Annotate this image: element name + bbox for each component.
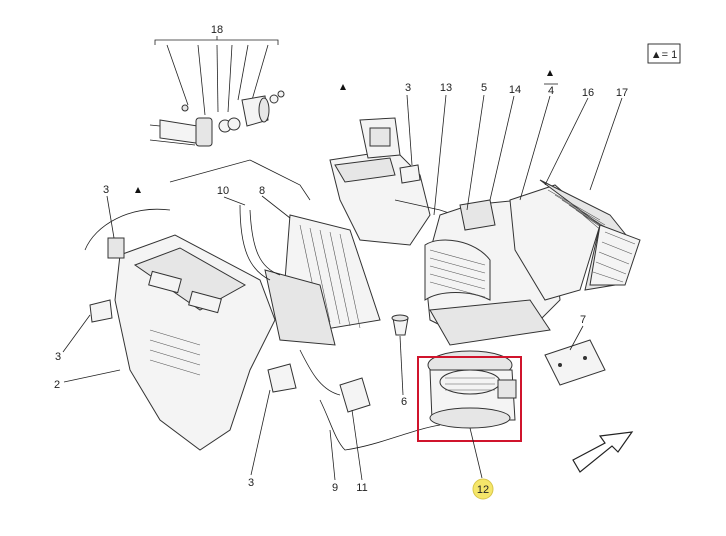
callout-8: 8 (259, 185, 265, 197)
part-8-evaporator (239, 204, 381, 346)
part-7-bracket (544, 339, 606, 386)
callout-11: 11 (356, 482, 367, 494)
highlight-box (417, 356, 522, 442)
callout-12: 12 (477, 484, 489, 496)
legend-text: ▲= 1 (651, 49, 678, 61)
triangle-markers (135, 70, 553, 193)
callout-6: 6 (401, 396, 407, 408)
leader-lines (62, 94, 623, 481)
part-9-11-wiring (299, 349, 441, 451)
callout-14: 14 (509, 84, 521, 96)
callout-4: 4 (548, 85, 554, 97)
callout-12-badge: 12 (472, 478, 494, 500)
callout-3: 3 (405, 82, 411, 94)
callout-3: 3 (248, 477, 254, 489)
part-2-main-housing (84, 208, 276, 451)
callout-2: 2 (54, 379, 60, 391)
callout-9: 9 (332, 482, 338, 494)
callout-7: 7 (580, 314, 586, 326)
callout-18: 18 (211, 24, 223, 36)
direction-arrow (572, 431, 634, 473)
callout-16: 16 (582, 87, 594, 99)
callout-10: 10 (217, 185, 229, 197)
callout-17: 17 (616, 87, 628, 99)
part-16-17-filters (509, 179, 641, 301)
legend: ▲= 1 (647, 43, 681, 64)
part-6-drain (391, 314, 409, 336)
part-3-brackets (89, 164, 421, 393)
part-18-expansion-valve (149, 36, 311, 201)
callout-3: 3 (103, 184, 109, 196)
callout-5: 5 (481, 82, 487, 94)
part-12-blower-motor (427, 350, 517, 429)
part-4-housing (424, 199, 561, 346)
callout-13: 13 (440, 82, 452, 94)
callout-3: 3 (55, 351, 61, 363)
